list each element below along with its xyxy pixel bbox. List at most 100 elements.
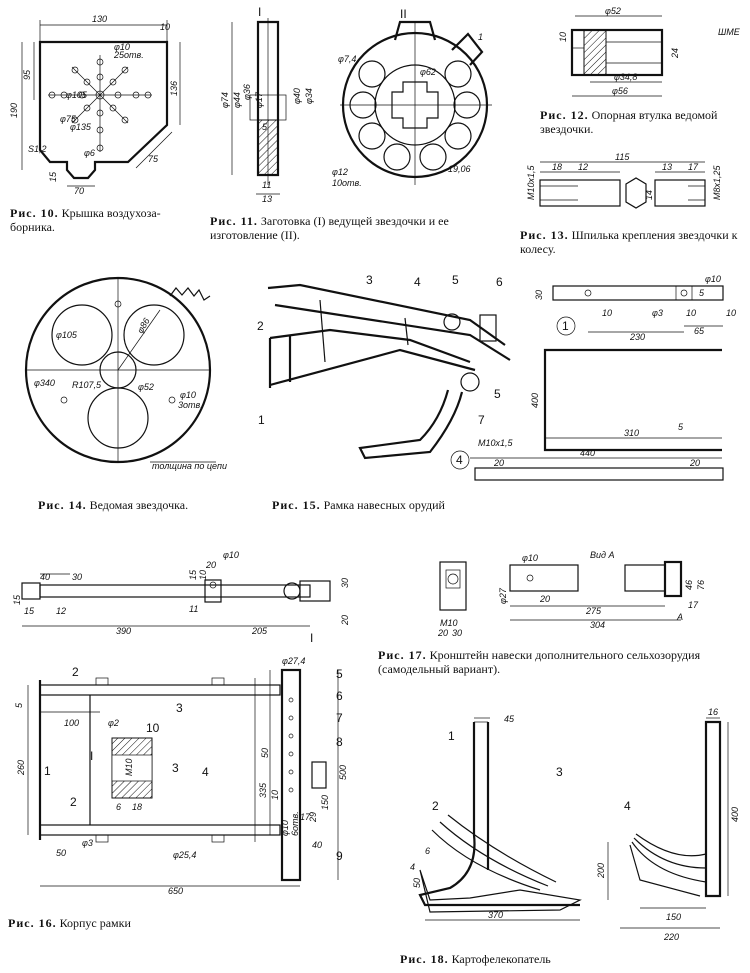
fig11-caption-text: Заготовка (I) ведущей звездочки и ее изг…	[210, 214, 449, 242]
fig16-callouts-9-label: 8	[336, 735, 343, 749]
parts-1-and-4-drawing: 30 φ10 10 φ3 10 5 10 1 230 65 400 310 5 …	[450, 274, 736, 481]
fig18-dims-a50-label: 50	[412, 878, 422, 888]
fig17-dims-a30-label: 30	[452, 628, 462, 638]
fig16-top-dims-a40-label: 40	[40, 572, 50, 582]
fig11-dims-one-label: 1	[478, 32, 483, 42]
fig-parts-dims-w10b-label: 10	[686, 308, 696, 318]
fig18-dims-a200-label: 200	[596, 863, 606, 879]
fig14-caption-number: Рис. 14.	[38, 498, 87, 512]
fig11-view2-label: II	[400, 7, 407, 21]
fig16-top-dims-roman-label: I	[310, 631, 313, 645]
fig16-callouts-4-label: 3	[176, 701, 183, 715]
fig10-caption: Рис. 10. Крышка воздухоза-борника.	[10, 206, 185, 234]
fig11-dims-holes10-label: 10отв.	[332, 178, 362, 188]
fig11-dims-d7-4-label: φ7,4	[338, 54, 356, 64]
fig-parts-dims-w310-label: 310	[624, 428, 639, 438]
fig10-caption-text: Крышка воздухоза-борника.	[10, 206, 161, 234]
fig11-dims-d36-label: φ36	[242, 84, 252, 100]
fig13-caption-text: Шпилька крепления звездочки к колесу.	[520, 228, 738, 256]
fig16-top-dims-a10-label: 10	[198, 570, 208, 580]
fig15-caption: Рис. 15. Рамка навесных орудий	[272, 498, 512, 512]
fig11-caption-number: Рис. 11.	[210, 214, 258, 228]
fig14-note-label: толщина по цепи	[152, 461, 227, 471]
fig16-callouts-8-label: 7	[336, 711, 343, 725]
fig16-plan-dims-a40-label: 40	[312, 840, 322, 850]
fig16-callouts-5-label: 4	[202, 765, 209, 779]
fig18-dims-a220-label: 220	[663, 932, 679, 942]
fig12-dims-d34-8-label: φ34,8	[614, 72, 637, 82]
fig16-callouts-2-label: 2	[70, 795, 77, 809]
fig16-top-dims-a30b-label: 30	[340, 578, 350, 588]
fig18-dims-a150-label: 150	[666, 912, 681, 922]
fig13-caption: Рис. 13. Шпилька крепления звездочки к к…	[520, 228, 745, 256]
fig10-dims-d75-label: φ75	[60, 114, 77, 124]
fig15-caption-text: Рамка навесных орудий	[323, 498, 445, 512]
fig12-corner-text-label: ШМЕ	[718, 27, 741, 37]
fig14-dims-holes3-label: 3отв.	[178, 400, 203, 410]
fig15-callouts-5-label: 6	[496, 275, 503, 289]
fig17-dims-d27-label: φ27	[498, 587, 508, 604]
fig10-dims-holes-25-label: 25отв.	[113, 50, 144, 60]
fig10-dims-diag-label: 75	[148, 154, 159, 164]
fig16-top-dims-a20-label: 20	[340, 615, 350, 626]
fig15-caption-number: Рис. 15.	[272, 498, 321, 512]
fig17-dims-a304-label: 304	[590, 620, 605, 630]
fig16-plan-dims-a150-label: 150	[320, 795, 330, 810]
fig11-sprocket-drawing: I II φ74 φ44 φ36 φ17 φ40 φ34 5 11 13 φ7,…	[220, 5, 492, 204]
fig16-top-dims-a390-label: 390	[116, 626, 131, 636]
fig11-dims-d74-label: φ74	[220, 92, 230, 108]
fig18-caption-number: Рис. 18.	[400, 952, 449, 966]
fig16-plan-dims-holes6-label: 6отв.	[290, 811, 300, 836]
fig10-dims-bottom-label: 70	[74, 186, 84, 196]
fig13-caption-number: Рис. 13.	[520, 228, 569, 242]
fig-parts-dims-thread-label: M10x1,5	[478, 438, 514, 448]
fig17-dims-a76-label: 76	[696, 580, 706, 590]
fig15-callouts-3-label: 4	[414, 275, 421, 289]
fig12-dims-d56-label: φ56	[612, 86, 628, 96]
fig16-plan-dims-m10-label: M10	[124, 758, 134, 776]
fig17-dims-a46-label: 46	[684, 580, 694, 590]
fig14-dims-d340-label: φ340	[34, 378, 55, 388]
fig16-top-dims-a11-label: 11	[189, 604, 198, 614]
fig18-callouts-3-label: 4	[624, 799, 631, 813]
fig-parts-dims-w20b-label: 20	[689, 458, 700, 468]
fig18-dims-a400-label: 400	[730, 807, 740, 822]
fig11-dims-d12-label: φ12	[332, 167, 348, 177]
fig13-dims-hex-label: 14	[644, 190, 654, 200]
fig10-dims-right-label: 136	[169, 81, 179, 96]
fig11-dims-w11-label: 11	[262, 180, 271, 190]
fig-parts-dims-h30-label: 30	[534, 290, 544, 300]
fig16-caption-number: Рис. 16.	[8, 916, 57, 930]
fig16-callouts-3-label: 3	[172, 761, 179, 775]
fig16-caption: Рис. 16. Корпус рамки	[8, 916, 208, 930]
fig16-top-dims-a15c-label: 15	[188, 569, 198, 580]
fig16-caption-text: Корпус рамки	[59, 916, 131, 930]
fig16-plan-dims-a50-label: 50	[56, 848, 66, 858]
fig15-callouts-7-label: 7	[478, 413, 485, 427]
fig16-plan-dims-a50b-label: 50	[260, 748, 270, 758]
fig12-dims-d52-label: φ52	[605, 6, 621, 16]
fig16-plan-dims-d27-4-label: φ27,4	[282, 656, 305, 666]
fig-parts-dims-w20a-label: 20	[493, 458, 504, 468]
fig-parts-dims-d10-label: φ10	[705, 274, 721, 284]
fig15-callouts-4-label: 5	[452, 273, 459, 287]
fig16-plan-dims-a29-label: 29	[308, 812, 318, 823]
fig17-dims-a275-label: 275	[585, 606, 602, 616]
fig14-caption: Рис. 14. Ведомая звездочка.	[38, 498, 258, 512]
fig16-top-dims-a20b-label: 20	[205, 560, 216, 570]
fig17-dims-arrow-label: A	[676, 612, 683, 622]
fig16-callouts-0-label: 1	[44, 764, 51, 778]
fig13-dims-a-label: 18	[552, 162, 562, 172]
fig10-cover-drawing: 130 10 190 95 136 75 70 15 S1,2 φ10 25от…	[9, 14, 181, 196]
fig12-dims-h10-label: 10	[558, 32, 568, 42]
fig-parts-dims-w10c-label: 10	[726, 308, 736, 318]
fig11-dims-w19-label: 19,06	[448, 164, 471, 174]
fig16-plan-dims-a5-label: 5	[14, 702, 24, 708]
fig16-plan-dims-d3-label: φ3	[82, 838, 93, 848]
fig13-dims-d-label: 17	[688, 162, 699, 172]
fig11-dims-d34-label: φ34	[304, 88, 314, 104]
fig-parts-dims-w230-label: 230	[629, 332, 645, 342]
fig18-caption: Рис. 18. Картофелекопатель	[400, 952, 660, 966]
fig18-callouts-2-label: 3	[556, 765, 563, 779]
